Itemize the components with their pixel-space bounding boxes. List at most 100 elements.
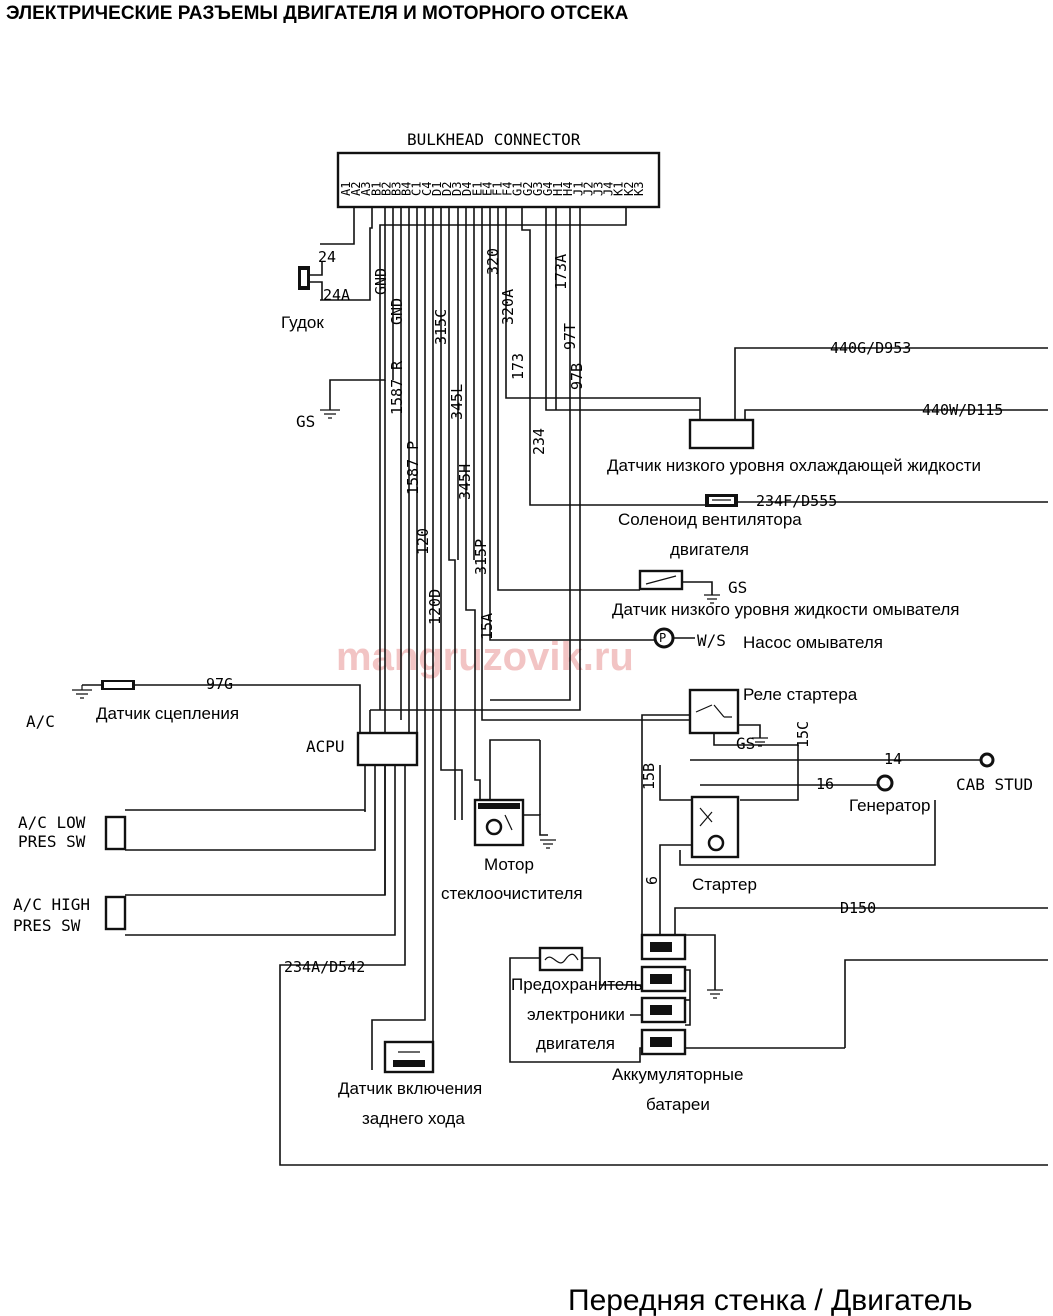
fuse-label-3: двигателя	[536, 1034, 615, 1053]
bulkhead-pin-h1: H1	[551, 182, 565, 196]
batteries-label-2: батареи	[646, 1095, 710, 1114]
starter-icon	[699, 807, 725, 852]
ground-icon	[540, 839, 556, 849]
wire-label-15c: 15C	[794, 721, 812, 748]
washer-level-sensor-label: Датчик низкого уровня жидкости омывателя	[612, 600, 960, 619]
generator-icon	[876, 774, 894, 792]
bulkhead-pin-g4: G4	[541, 182, 555, 196]
reverse-sensor-icon	[393, 1051, 425, 1067]
footer-caption: Передняя стенка / Двигатель	[568, 1284, 973, 1316]
clutch-sensor-label: Датчик сцепления	[96, 704, 239, 723]
bulkhead-pin-g1: G1	[511, 182, 525, 196]
page-title: ЭЛЕКТРИЧЕСКИЕ РАЗЪЕМЫ ДВИГАТЕЛЯ И МОТОРН…	[6, 3, 629, 24]
wire-label-24a: 24A	[323, 286, 350, 304]
bulkhead-connector	[336, 151, 661, 209]
bulkhead-pins: A1A2A3B1B2B3B4C1C4D1D2D3D4E1E4F1F4G1G2G3…	[339, 182, 646, 196]
clutch-sensor-icon	[101, 680, 135, 690]
ground-icon	[704, 594, 720, 604]
wire-label-234: 234	[530, 428, 548, 455]
wire-label-315c: 315C	[432, 309, 450, 345]
horn-label: Гудок	[281, 313, 324, 332]
ac-low-pres-switch	[104, 815, 127, 851]
bulkhead-pin-a2: A2	[349, 182, 363, 196]
wire-label-234f: 234F/D555	[756, 492, 837, 510]
ac-high-pres-switch	[104, 895, 127, 931]
ground-icon	[320, 409, 340, 419]
bulkhead-pin-k2: K2	[622, 182, 636, 196]
ac-low-label-1: A/C LOW	[18, 813, 86, 832]
wire-label-234a: 234A/D542	[284, 958, 365, 976]
fan-solenoid-icon	[705, 494, 738, 507]
wire-label-16: 16	[816, 775, 834, 793]
bulkhead-pin-b1: B1	[369, 182, 383, 196]
wire-label-440g: 440G/D953	[830, 339, 911, 357]
reverse-sensor-label-1: Датчик включения	[338, 1079, 482, 1098]
bulkhead-pin-h4: H4	[561, 182, 575, 196]
svg-text:P: P	[659, 631, 666, 645]
bulkhead-pin-b2: B2	[379, 182, 393, 196]
bulkhead-pin-j4: J4	[602, 182, 616, 196]
wire-label-1587p: 1587 P	[404, 441, 422, 495]
bulkhead-pin-e4: E4	[480, 182, 494, 196]
fan-solenoid-label-1: Соленоид вентилятора	[618, 510, 802, 529]
bulkhead-pin-a3: A3	[359, 182, 373, 196]
bulkhead-pin-e1: E1	[470, 182, 484, 196]
wire-label-315p: 315P	[472, 539, 490, 575]
wiper-motor-label-2: стеклоочистителя	[441, 884, 583, 903]
bulkhead-pin-j1: J1	[571, 182, 585, 196]
wire-label-173: 173	[509, 353, 527, 380]
wire-label-24: 24	[318, 248, 336, 266]
cab-stud-label: CAB STUD	[956, 775, 1033, 794]
wire-label-97t: 97T	[561, 323, 579, 350]
wire-label-97b: 97B	[568, 363, 586, 390]
wire-label-14: 14	[884, 750, 902, 768]
fuse-label-2: электроники	[527, 1005, 625, 1024]
fan-solenoid-label-2: двигателя	[670, 540, 749, 559]
ac-label: A/C	[26, 712, 55, 731]
starter-label: Стартер	[692, 875, 757, 894]
bulkhead-pin-c4: C4	[420, 182, 434, 196]
generator-label: Генератор	[849, 796, 930, 815]
wire-label-15a: 15A	[478, 613, 496, 640]
reverse-sensor-label-2: заднего хода	[362, 1109, 465, 1128]
wire-label-6: 6	[643, 876, 661, 885]
fuse-label-1: Предохранитель	[511, 975, 643, 994]
wire-label-15b: 15B	[640, 763, 658, 790]
wire-label-d150: D150	[840, 899, 876, 917]
gs-label-1: GS	[296, 412, 315, 431]
horn-icon	[298, 266, 310, 290]
ground-icon	[752, 737, 768, 747]
wire-label-345h: 345H	[456, 464, 474, 500]
battery-icon	[650, 942, 672, 1047]
coolant-level-sensor	[688, 418, 755, 450]
wire-label-gnd-1: GND	[372, 268, 390, 295]
washer-pump-label: Насос омывателя	[743, 633, 883, 652]
bulkhead-pin-j3: J3	[592, 182, 606, 196]
ac-high-label-2: PRES SW	[13, 916, 81, 935]
battery-pack	[640, 933, 687, 1056]
bulkhead-pin-d1: D1	[430, 182, 444, 196]
bulkhead-pin-b4: B4	[400, 182, 414, 196]
bulkhead-pin-g3: G3	[531, 182, 545, 196]
ac-low-label-2: PRES SW	[18, 832, 86, 851]
cab-stud-icon	[979, 752, 995, 768]
gs-label-2: GS	[728, 578, 747, 597]
wire-label-120d: 120D	[426, 589, 444, 625]
gs-label-3: GS	[736, 734, 755, 753]
bulkhead-pin-c1: C1	[410, 182, 424, 196]
bulkhead-pin-d4: D4	[460, 182, 474, 196]
ground-icon	[707, 989, 723, 999]
acpu-label: ACPU	[306, 737, 345, 756]
coolant-level-sensor-label: Датчик низкого уровня охлаждающей жидкос…	[607, 456, 981, 475]
wire-label-173a: 173A	[552, 254, 570, 290]
wire-label-320: 320	[484, 248, 502, 275]
bulkhead-pin-k3: K3	[632, 182, 646, 196]
bulkhead-pin-j2: J2	[581, 182, 595, 196]
bulkhead-title: BULKHEAD CONNECTOR	[407, 130, 581, 149]
engine-fuse	[538, 946, 584, 972]
wire-label-97g: 97G	[206, 675, 233, 693]
bulkhead-pin-f4: F4	[501, 182, 515, 196]
reverse-sensor	[383, 1040, 435, 1074]
wiper-motor-label-1: Мотор	[484, 855, 534, 874]
